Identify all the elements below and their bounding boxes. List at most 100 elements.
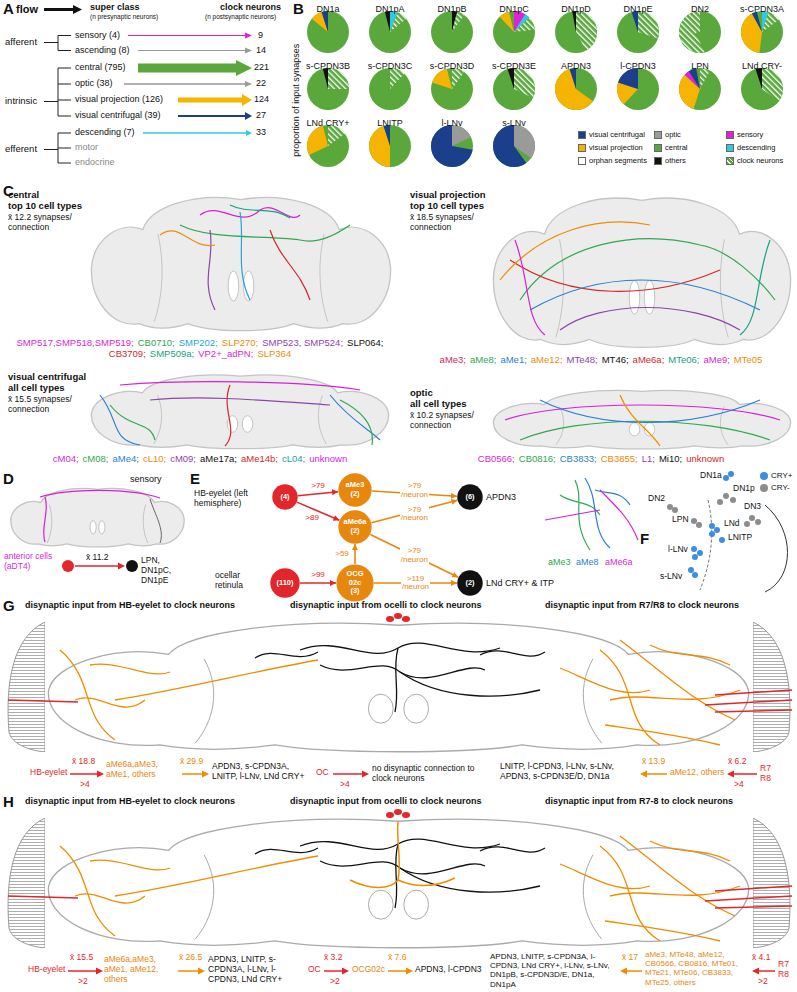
annotation-text: LNd bbox=[724, 519, 740, 529]
annotation-text: ascending (8) bbox=[75, 45, 130, 55]
legend-entry: sensory bbox=[726, 130, 763, 139]
connector-label: >79 /neuron bbox=[400, 506, 429, 523]
circle-text-stack: (110) bbox=[276, 579, 293, 588]
annotation-text: disynaptic input from HB-eyelet to clock… bbox=[25, 600, 235, 610]
circle-text: OCG 02c bbox=[346, 570, 363, 587]
cell-type-name: cM08; bbox=[83, 453, 109, 464]
cell-type-name: SMP509a; bbox=[150, 348, 194, 359]
circle-fill bbox=[338, 473, 371, 506]
circle-text: (110) bbox=[276, 579, 293, 588]
ocg-neuron bbox=[350, 822, 455, 888]
annotation-text: x̄ 15.5 synapses/ connection bbox=[8, 395, 86, 415]
axis-title: proportion of input synapses bbox=[292, 43, 302, 156]
legend-text: descending bbox=[737, 143, 775, 152]
annotation-text: disynaptic input from ocelli to clock ne… bbox=[290, 796, 482, 806]
neuron-group-circle: (2) bbox=[457, 570, 483, 596]
circle-text: aMe6a bbox=[344, 518, 367, 527]
circle-text-stack: (6) bbox=[465, 493, 474, 502]
annotation-text: x̄ 26.5 bbox=[179, 953, 202, 963]
annotation-text: >4 bbox=[734, 780, 744, 790]
cell-type-name: aMe8; bbox=[470, 354, 496, 365]
neuron-group-circle: OCG 02c(3) bbox=[336, 564, 374, 602]
pie-charts bbox=[307, 11, 783, 167]
circle-fill bbox=[336, 564, 373, 601]
annotation-text: visual centrifugal bbox=[8, 372, 86, 383]
connector-label: >99 bbox=[310, 571, 326, 579]
pie-title: s-CPDN3A bbox=[740, 4, 784, 14]
annotation-text: R7 R8 bbox=[778, 960, 792, 980]
panel-letter: H bbox=[3, 793, 14, 810]
cell-type-name: MTe06; bbox=[668, 354, 699, 365]
connector bbox=[300, 582, 336, 584]
cell-type-name: unknown bbox=[309, 453, 347, 464]
circle-text: (6) bbox=[465, 493, 474, 502]
annotation-text: top 10 cell types bbox=[410, 201, 484, 212]
annotation-text: x̄ 12.2 synapses/ connection bbox=[8, 213, 86, 233]
neuron-group-circle: (4) bbox=[272, 484, 298, 510]
circle-fill bbox=[270, 568, 299, 597]
annotation-text: disynaptic input from ocelli to clock ne… bbox=[290, 600, 482, 610]
annotation-text: LPN bbox=[672, 515, 689, 525]
annotation-text: APDN3, LNITP, s-CPDN3A, l-LNv, l-CPDN3, … bbox=[208, 955, 302, 984]
pie-title: s-CPDN3D bbox=[430, 61, 475, 71]
cell-type-name: MT46; bbox=[602, 354, 629, 365]
annotation-text: LNITP bbox=[728, 533, 752, 543]
cell-type-name: aMe3; bbox=[440, 354, 466, 365]
cell-type-name: MTe05 bbox=[734, 354, 763, 365]
legend-text: orphan segments bbox=[589, 156, 647, 165]
annotation-text: x̄ 15.5 bbox=[70, 953, 93, 963]
circle-fill bbox=[457, 570, 482, 595]
circle-text-stack: aMe6a(2) bbox=[344, 518, 367, 535]
annotation-text: aMe12, others bbox=[670, 768, 724, 778]
cell-type-name: CB0816; bbox=[519, 453, 556, 464]
circle-text-stack: aMe3(2) bbox=[346, 481, 365, 498]
annotation-text: sensory (4) bbox=[75, 30, 120, 40]
legend-text: visual centrifugal bbox=[589, 130, 645, 139]
annotation-text: >4 bbox=[340, 780, 350, 790]
cell-type-name: aMe17a; bbox=[200, 453, 237, 464]
annotation-text: HB-eyelet bbox=[28, 965, 65, 975]
legend-swatch bbox=[654, 144, 662, 152]
annotation-text: LPN, DN1pC, DN1pE bbox=[141, 556, 189, 585]
annotation-text: LNd CRY+ & ITP bbox=[486, 578, 554, 588]
annotation-text: (n postsynaptic neurons) bbox=[205, 13, 276, 20]
annotation-text: DN3 bbox=[744, 502, 761, 512]
annotation-text: anterior cells (aDT4) bbox=[4, 552, 62, 572]
annotation-text: HB-eyelet bbox=[30, 768, 67, 778]
panel-letter: E bbox=[190, 470, 200, 487]
legend-text: sensory bbox=[737, 130, 763, 139]
legend-text: visual projection bbox=[589, 143, 643, 152]
annotation-text: OC bbox=[308, 965, 321, 975]
cell-type-name: cM04; bbox=[53, 453, 79, 464]
cell-type-name: SMP523, SMP524; bbox=[262, 337, 343, 348]
cell-type-name: SLP270; bbox=[222, 337, 258, 348]
annotation-text: aMe6a,aMe3, aMe1, aMe12, others bbox=[104, 955, 176, 984]
cell-type-list: CB0566;CB0816;CB3833;CB3855;L1;Mi10;unkn… bbox=[410, 453, 792, 464]
legend-entry: others bbox=[654, 156, 686, 165]
pie-title: l-CPDN3 bbox=[620, 61, 656, 71]
legend-swatch bbox=[726, 131, 734, 139]
legend-entry: central bbox=[654, 143, 688, 152]
cell-type-name: cL04; bbox=[282, 453, 305, 464]
pie-title: DN1pA bbox=[375, 4, 404, 14]
annotation-text: disynaptic input from R7/R8 to clock neu… bbox=[545, 600, 739, 610]
annotation-text: afferent bbox=[5, 37, 37, 48]
neuron-group-circle: aMe3(2) bbox=[338, 473, 372, 507]
annotation-text: visual projection (126) bbox=[75, 94, 163, 104]
legend-text: optic bbox=[665, 130, 681, 139]
circle-text: (2) bbox=[350, 490, 359, 499]
legend-text: CRY- bbox=[771, 483, 790, 492]
connector bbox=[354, 544, 356, 564]
cell-type-list: aMe3;aMe8;aMe1;aMe12;MTe48;MT46;aMe6a;MT… bbox=[410, 354, 792, 365]
pie-title: LNITP bbox=[377, 118, 403, 128]
annotation-text: x̄ 18.5 synapses/ connection bbox=[410, 213, 488, 233]
annotation-text: aMe3 bbox=[548, 557, 571, 567]
annotation-text: x̄ 17 bbox=[622, 953, 638, 963]
cell-type-name: L1; bbox=[642, 453, 655, 464]
annotation-text: super class bbox=[90, 2, 140, 12]
connector-label: >79 /neuron bbox=[400, 547, 429, 564]
cell-type-name: aMe14b; bbox=[241, 453, 278, 464]
annotation-text: central bbox=[8, 190, 39, 201]
annotation-text: x̄ 7.6 bbox=[388, 953, 406, 963]
pie-title: LPN bbox=[691, 61, 709, 71]
